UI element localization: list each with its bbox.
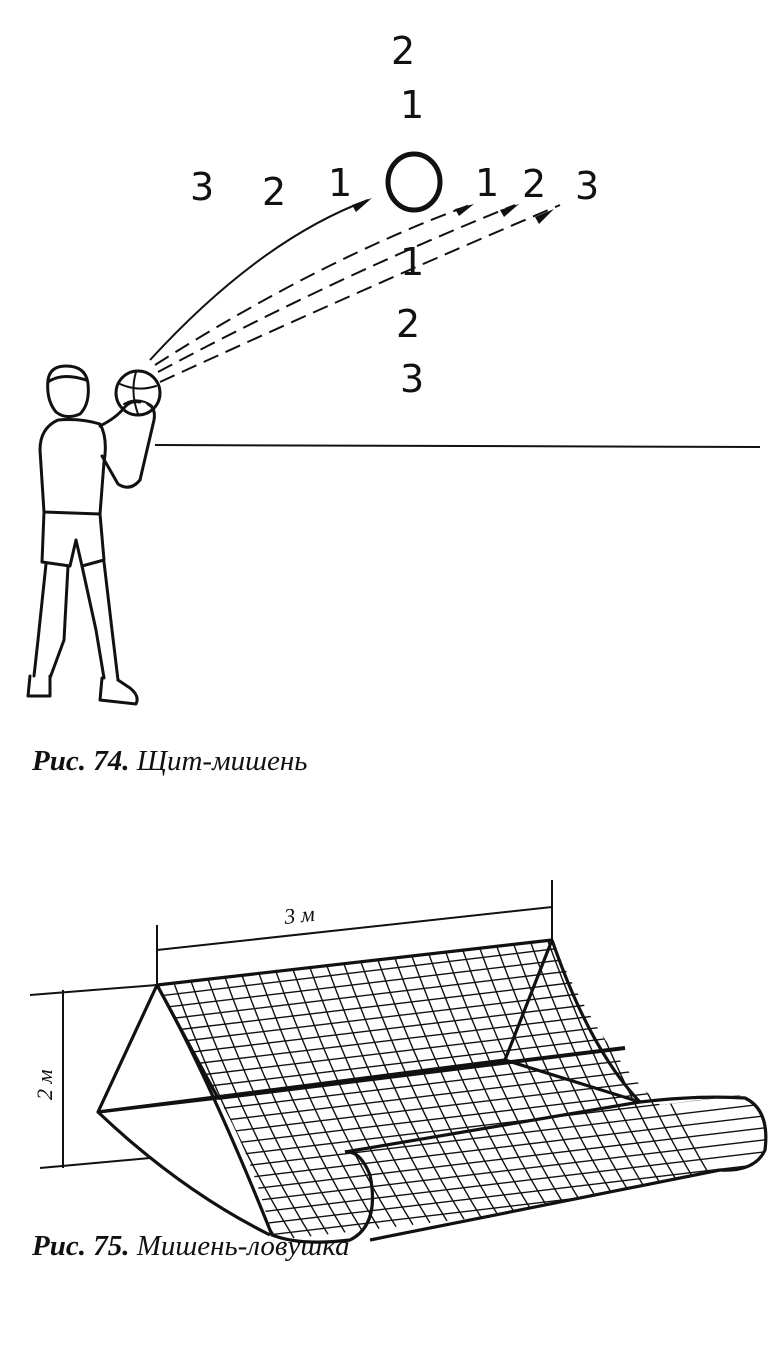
net-mesh-line <box>360 961 482 1218</box>
net-mesh-line <box>479 948 601 1205</box>
net-mesh-line <box>309 967 431 1224</box>
figure-74-drawing: 2 1 3 2 1 1 2 3 1 2 3 <box>26 29 761 706</box>
player-right-arm <box>98 400 142 428</box>
player-figure <box>26 364 162 706</box>
dimension-lines <box>29 880 553 1169</box>
net-mesh-line <box>513 944 635 1201</box>
net-mesh-line <box>547 941 669 1197</box>
figure-75: 3 м 2 м Рис. 75. Мишень-ловушка <box>0 860 784 1347</box>
net-mesh-line <box>157 940 766 1016</box>
label-top-inner: 1 <box>400 83 424 127</box>
trajectory-arrowheads <box>352 198 554 224</box>
label-bottom-inner: 1 <box>400 240 424 284</box>
net-mesh-line <box>157 993 766 1076</box>
arrowhead-icon <box>455 204 474 216</box>
height-extension-bottom <box>39 1157 151 1169</box>
net-mesh-line <box>428 954 550 1210</box>
net-mesh-line <box>173 982 295 1239</box>
figure-75-caption: Рис. 75. Мишень-ловушка <box>32 1230 350 1263</box>
ball-trajectories <box>149 199 561 383</box>
trap-net-grid <box>157 940 766 1242</box>
frame-top-bar <box>156 938 553 987</box>
net-mesh-line <box>224 977 346 1233</box>
label-left-outer: 3 <box>190 165 214 209</box>
net-left-edge <box>155 984 375 1244</box>
net-mesh-line <box>157 1113 766 1196</box>
player-right-leg <box>80 560 120 682</box>
net-mesh-line <box>275 971 397 1228</box>
player-torso <box>38 418 107 516</box>
label-top-outer: 2 <box>391 29 415 73</box>
arrowhead-icon <box>352 198 372 212</box>
net-mesh-line <box>157 945 766 1028</box>
net-mesh-line <box>157 981 766 1064</box>
label-right-outer: 3 <box>575 164 599 208</box>
net-mesh-line <box>157 1089 766 1172</box>
net-mesh-line <box>207 979 329 1235</box>
arrowhead-icon <box>535 209 554 224</box>
label-bottom-outer: 3 <box>400 357 424 401</box>
label-right-mid: 2 <box>522 162 546 206</box>
volleyball <box>114 369 162 417</box>
player-head <box>46 364 90 419</box>
net-mesh-line <box>496 946 618 1203</box>
player-right-foot <box>98 676 139 706</box>
label-left-inner: 1 <box>328 161 352 205</box>
player-left-leg <box>32 562 70 680</box>
net-right-edge <box>550 939 642 1104</box>
trajectory-dashed-1 <box>154 204 471 366</box>
net-mesh-line <box>343 963 465 1220</box>
player-left-arm <box>100 402 156 489</box>
net-mesh-line <box>377 960 499 1216</box>
player-left-foot <box>26 674 52 698</box>
figure-74-caption-title: Щит-мишень <box>136 745 308 777</box>
net-roll-bottom <box>369 1168 721 1242</box>
net-mesh-line <box>241 975 363 1231</box>
net-mesh-line <box>292 969 414 1226</box>
net-mesh-line <box>445 952 567 1209</box>
trajectory-solid <box>149 199 369 361</box>
width-label: 3 м <box>282 901 316 929</box>
net-mesh-line <box>530 942 652 1199</box>
figure-75-drawing: 3 м 2 м <box>29 880 768 1244</box>
net-mesh-line <box>190 980 312 1237</box>
net-mesh-line <box>157 1149 766 1232</box>
net-mesh-line <box>157 940 766 1004</box>
net-mesh-line <box>326 965 448 1222</box>
arrowhead-icon <box>500 204 519 217</box>
label-right-inner: 1 <box>475 161 499 205</box>
net-mesh-line <box>462 950 584 1207</box>
height-extension-top <box>29 984 158 996</box>
label-left-mid: 2 <box>262 170 286 214</box>
net-mesh-line <box>157 1101 766 1184</box>
trajectory-dashed-2 <box>157 204 516 373</box>
net-center-seam <box>217 1046 626 1100</box>
player-hair <box>46 375 88 384</box>
width-dimension-line <box>156 906 553 951</box>
net-roll-top <box>344 1095 768 1172</box>
player-shorts <box>40 510 106 568</box>
net-mesh-line <box>258 973 380 1229</box>
figure-74-caption-prefix: Рис. 74. <box>32 745 130 777</box>
figure-74-caption: Рис. 74. Щит-мишень <box>32 745 307 778</box>
net-mesh-line <box>411 956 533 1212</box>
trap-frame <box>96 938 768 1244</box>
frame-ground-diagonal <box>96 1110 271 1237</box>
target-circle <box>385 151 443 213</box>
floor-line <box>154 444 761 448</box>
figure-74: 2 1 3 2 1 1 2 3 1 2 3 <box>26 29 761 778</box>
figure-75-caption-title: Мишень-ловушка <box>136 1230 350 1262</box>
net-mesh-line <box>394 958 516 1214</box>
figure-75-caption-prefix: Рис. 75. <box>32 1230 130 1262</box>
label-bottom-mid: 2 <box>396 302 420 346</box>
trajectory-dashed-3 <box>159 204 561 383</box>
height-label: 2 м <box>32 1069 57 1100</box>
